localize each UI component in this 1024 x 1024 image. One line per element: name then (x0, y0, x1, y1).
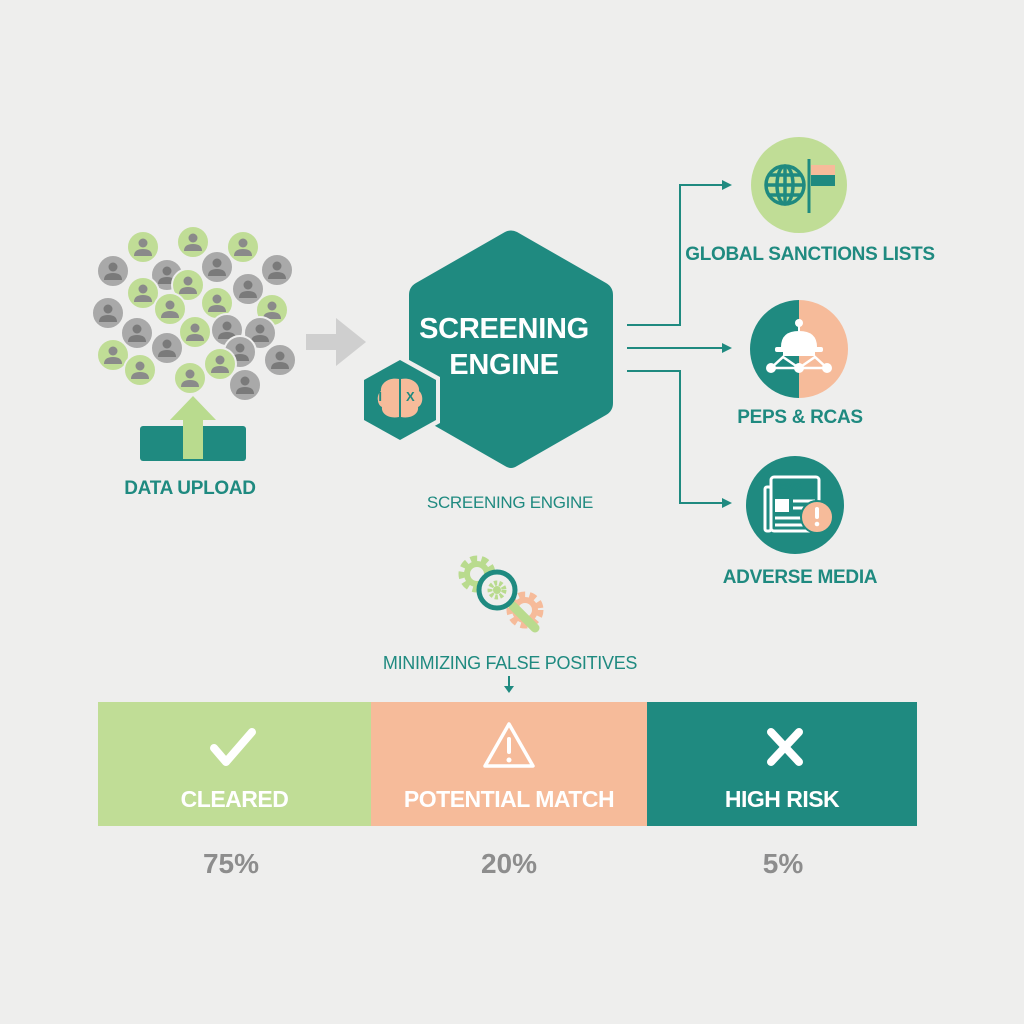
user-cluster (91, 225, 297, 402)
engine-title-line2: ENGINE (449, 349, 559, 381)
user-avatar-icon (228, 368, 262, 402)
user-avatar-icon (200, 250, 234, 284)
user-avatar-icon (120, 316, 154, 350)
user-avatar-icon (178, 315, 212, 349)
connector-media (627, 370, 728, 504)
news-icon-text: NEWS (773, 482, 802, 493)
ai-badge-left-text: AI (369, 389, 382, 404)
magnifier-gears-icon (458, 555, 544, 633)
source-label-sanctions: GLOBAL SANCTIONS LISTS (685, 244, 935, 265)
arrow-down-icon (504, 676, 514, 693)
user-avatar-icon (96, 254, 130, 288)
user-avatar-icon (176, 225, 210, 259)
user-avatar-icon (150, 331, 184, 365)
user-avatar-icon (203, 347, 237, 381)
outcome-label-high-risk: HIGH RISK (724, 786, 840, 812)
engine-title-line1: SCREENING (419, 313, 589, 345)
user-avatar-icon (263, 343, 297, 377)
engine-caption: SCREENING ENGINE (426, 493, 594, 512)
screening-engine-hexagon (409, 230, 613, 468)
outcome-label-potential-match: POTENTIAL MATCH (403, 786, 615, 812)
outcome-percent-cleared: 75% (202, 848, 260, 879)
connector-sanctions (627, 184, 728, 326)
user-avatar-icon (226, 230, 260, 264)
outcome-high-risk: HIGH RISK (647, 702, 917, 826)
source-label-media: ADVERSE MEDIA (722, 567, 878, 588)
user-avatar-icon (91, 296, 125, 330)
user-avatar-icon (153, 292, 187, 326)
source-label-peps: PEPS & RCAS (737, 407, 863, 428)
upload-arrow-icon (170, 396, 216, 459)
outcome-percent-high-risk: 5% (762, 848, 804, 879)
x-icon (767, 728, 803, 766)
user-avatar-icon (200, 286, 234, 320)
brain-icon (377, 378, 423, 418)
ai-badge-hexagon (360, 355, 440, 445)
user-avatar-icon (260, 253, 294, 287)
user-avatar-icon (173, 361, 207, 395)
connector-lines (627, 180, 732, 508)
globe-flag-icon (751, 137, 847, 233)
outcome-percent-potential-match: 20% (480, 848, 538, 879)
newspaper-alert-icon (746, 456, 844, 554)
outcome-potential-match: POTENTIAL MATCH (371, 702, 647, 826)
optimizer-label: MINIMIZING FALSE POSITIVES (382, 653, 638, 673)
outcome-cleared: CLEARED (98, 702, 371, 826)
ai-badge-right-text: X (406, 389, 415, 404)
government-network-icon (750, 300, 848, 398)
data-upload-label: DATA UPLOAD (124, 478, 256, 499)
user-avatar-icon (171, 268, 205, 302)
user-avatar-icon (231, 272, 265, 306)
flow-arrow-icon (306, 318, 366, 366)
user-avatar-icon (96, 338, 130, 372)
user-avatar-icon (126, 276, 160, 310)
warning-icon (483, 722, 535, 768)
user-avatar-icon (126, 230, 160, 264)
check-icon (210, 728, 256, 766)
user-avatar-icon (123, 353, 157, 387)
outcome-label-cleared: CLEARED (180, 786, 289, 812)
